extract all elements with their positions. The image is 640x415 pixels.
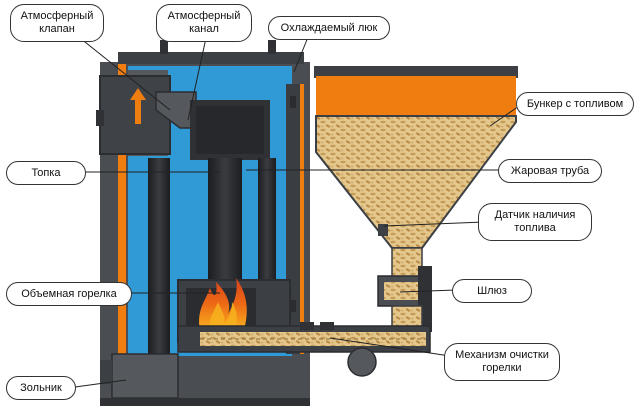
label-ash-pit: Зольник xyxy=(6,376,76,400)
cleaning-mechanism xyxy=(177,322,431,377)
drive-motor xyxy=(347,347,377,377)
label-atmospheric-channel: Атмосферный канал xyxy=(156,4,252,42)
label-cooled-hatch: Охлаждаемый люк xyxy=(268,16,390,40)
label-cleaning-mechanism: Механизм очистки горелки xyxy=(444,343,560,381)
insulation-left xyxy=(118,64,126,356)
label-fire-tube: Жаровая труба xyxy=(498,159,602,183)
label-fuel-sensor: Датчик наличия топлива xyxy=(478,203,592,241)
leader-lines xyxy=(67,31,523,389)
label-fuel-bunker: Бункер с топливом xyxy=(516,92,634,116)
airflow-arrow xyxy=(130,88,146,124)
ash-pit xyxy=(111,353,179,399)
tube-right xyxy=(258,158,276,288)
label-atmospheric-valve: Атмосферный клапан xyxy=(10,4,104,42)
label-volume-burner: Объемная горелка xyxy=(6,282,132,306)
label-firebox: Топка xyxy=(6,161,86,185)
fire-tube-center xyxy=(208,158,242,288)
boiler-body xyxy=(96,40,310,406)
tube-left xyxy=(148,158,170,358)
label-sluice: Шлюз xyxy=(452,279,532,303)
fuel-sensor xyxy=(378,224,388,236)
bunker-lid xyxy=(316,76,516,116)
